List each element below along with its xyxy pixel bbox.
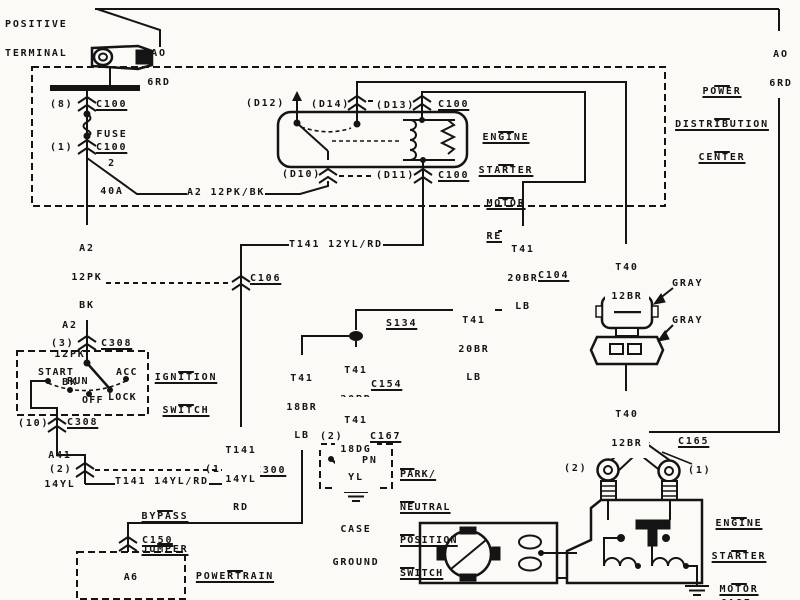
starter-relay-icon <box>276 110 469 169</box>
arrow-up-icon <box>292 91 302 101</box>
pn-pin-label: PN <box>362 455 378 466</box>
wire-label-t41-dg: T41 18DG YL <box>335 397 377 492</box>
connector-c167: C167 <box>370 431 402 442</box>
ignition-pos-acc: ACC <box>116 367 138 378</box>
starter-pin-2: (2) <box>564 463 588 474</box>
connector-c100-bottom: C100 <box>438 170 470 181</box>
connector-c100-8: C100 <box>96 99 128 110</box>
gray-lower-label: GRAY <box>672 315 704 326</box>
ignition-switch-label: IGNITION SWITCH <box>154 372 218 416</box>
c167-pin-2: (2) <box>320 431 344 442</box>
connector-c300: C300 <box>255 465 287 476</box>
case-ground-right-label: CASE GROUND <box>705 576 767 600</box>
ignition-switch-box <box>16 350 149 416</box>
pcm-box <box>76 551 186 600</box>
c300-pin-2: (2) <box>49 464 73 475</box>
connector-c100-1: C100 <box>96 142 128 153</box>
wire-label-t141-bypass: T141 14YL/RD <box>115 476 209 487</box>
gray-connector-lower-icon <box>589 335 665 366</box>
pin-d14: (D14) <box>311 99 351 110</box>
wire-label-a2-upper: A2 12PK BK <box>68 225 106 320</box>
splice-s134-label: S134 <box>386 318 418 329</box>
starter-solenoid-icon <box>565 498 704 586</box>
ignition-pos-start: START <box>38 367 75 378</box>
wire-label-t40-upper: T40 12BR <box>605 244 649 311</box>
pin-8: (8) <box>50 99 74 110</box>
connector-c165: C165 <box>678 436 710 447</box>
wire-label-t141-vertical: T141 14YL RD <box>222 427 260 522</box>
ignition-pos-off: OFF <box>82 395 104 406</box>
connector-c308-bottom: C308 <box>67 417 99 428</box>
battery-clamp-icon <box>90 44 154 71</box>
wire-label-t40-lower: T40 12BR <box>605 391 649 458</box>
relay-switch-icon <box>296 122 329 160</box>
relay-coil-icon <box>409 119 417 161</box>
pin-d13: (D13) <box>376 100 416 111</box>
fuse-label: FUSE 2 40A <box>96 129 128 197</box>
wire-label-t41-left: T41 18BR LB <box>283 355 321 450</box>
c300-pin-1: (1) <box>205 464 229 475</box>
case-ground-mid-icon <box>343 491 369 502</box>
pin-3: (3) <box>51 338 75 349</box>
starter-motor-label: ENGINE STARTER MOTOR <box>711 518 767 595</box>
bypass-jumper-label: BYPASS JUMPER <box>141 511 189 555</box>
gray-callout-arrows <box>652 287 674 342</box>
connector-dashed-links <box>95 100 375 471</box>
ignition-pos-run: RUN <box>67 376 89 387</box>
connector-c154: C154 <box>371 379 403 390</box>
bus-bar <box>50 85 140 91</box>
relay-resistor-icon <box>439 119 457 155</box>
pin-1: (1) <box>50 142 74 153</box>
pin-d11: (D11) <box>376 170 416 181</box>
wire-label-ao-top: AO 6RD <box>147 48 171 88</box>
connector-c100-top: C100 <box>438 99 470 110</box>
connector-c308-top: C308 <box>101 338 133 349</box>
fuse-icon <box>82 110 92 140</box>
connector-c104: C104 <box>538 270 570 281</box>
positive-terminal-label: POSITIVE TERMINAL <box>5 19 68 59</box>
pcm-input-label: A6 PARK/NEUTRAL POSITION SWITCH SENSE <box>88 572 173 600</box>
wire-label-t41-right-upper: T41 20BR LB <box>502 226 544 321</box>
wire-label-a41: A41 14YL <box>44 450 76 490</box>
ignition-switch-icon <box>45 359 129 397</box>
wire-label-ao-right: AO 6RD <box>764 31 798 98</box>
connector-c150: C150 <box>142 535 174 546</box>
wire-label-a2-lower: A2 12PK BK <box>54 320 86 388</box>
connector-c106: C106 <box>250 273 282 284</box>
pin-d10: (D10) <box>282 169 322 180</box>
pdc-label: POWER DISTRIBUTION CENTER <box>675 86 769 163</box>
pcm-label: POWERTRAIN CONTROL MODULE <box>195 571 275 582</box>
stud-terminal-icons <box>600 480 678 501</box>
pin-10: (10) <box>18 418 50 429</box>
starter-motor-icon <box>418 521 577 585</box>
starter-pin-1: (1) <box>688 465 712 476</box>
wire-label-a2-branch: A2 12PK/BK <box>187 187 266 198</box>
pdc-dashed-box <box>31 66 666 207</box>
ignition-pos-lock: LOCK <box>108 392 137 403</box>
gray-upper-label: GRAY <box>672 278 704 289</box>
case-ground-mid-label: CASE GROUND <box>332 524 380 568</box>
splice-s134-dot <box>349 331 363 341</box>
wire-label-t141-branch: T141 12YL/RD <box>289 239 383 250</box>
pn-switch-label: PARK/ NEUTRAL POSITION SWITCH <box>400 469 458 579</box>
pin-d12: (D12) <box>246 98 286 109</box>
wire-label-t41-right-lower: T41 20BR LB <box>453 297 495 392</box>
